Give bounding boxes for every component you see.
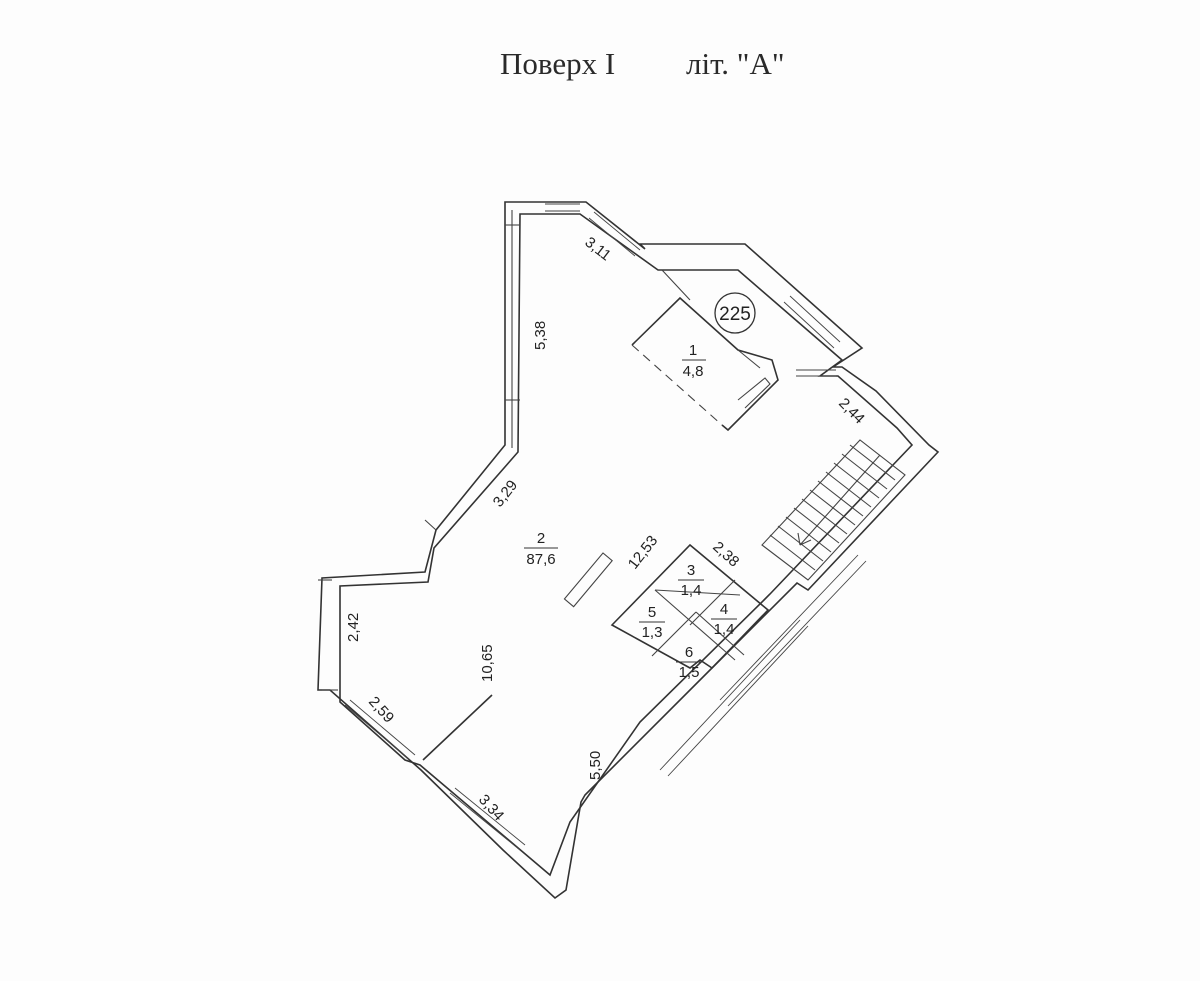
wall-segments bbox=[318, 210, 520, 691]
building-number-circle bbox=[714, 292, 756, 334]
dimension-label: 12,53 bbox=[625, 532, 662, 572]
window-right-long bbox=[659, 619, 809, 777]
cluster-partition-b bbox=[654, 579, 741, 626]
dimension-label: 2,42 bbox=[345, 613, 362, 642]
liter-label: літ. "А" bbox=[686, 46, 785, 81]
room-1-door-wall bbox=[737, 377, 771, 409]
room-1-label: 1 4,8 bbox=[682, 342, 706, 380]
room-2-number: 2 bbox=[537, 530, 545, 547]
cluster-outline bbox=[610, 543, 770, 670]
room-labels: 1 4,8 2 87,6 3 1,4 4 1,4 5 bbox=[524, 342, 737, 681]
inner-wall-outline bbox=[339, 213, 914, 877]
room-3-label: 3 1,4 bbox=[678, 562, 704, 599]
room-1-partition bbox=[661, 269, 761, 369]
floor-label: Поверх I bbox=[500, 46, 616, 81]
room-1-number: 1 bbox=[689, 342, 697, 359]
dimension-label: 10,65 bbox=[479, 644, 496, 682]
building-number: 225 bbox=[719, 304, 751, 325]
window-bottom bbox=[449, 787, 526, 851]
room-6-number: 6 bbox=[685, 644, 693, 661]
window-top bbox=[545, 203, 580, 212]
room-3-area: 1,4 bbox=[681, 582, 702, 599]
window-right-small bbox=[796, 369, 836, 377]
cluster-partition-a bbox=[654, 589, 736, 661]
room-2-label: 2 87,6 bbox=[524, 530, 558, 568]
room-5-number: 5 bbox=[648, 604, 656, 621]
room-1-wall bbox=[631, 296, 779, 432]
room-5-area: 1,3 bbox=[642, 624, 663, 641]
dimension-label: 5,50 bbox=[587, 751, 604, 780]
room-1-outline bbox=[631, 269, 779, 432]
window-right-long2 bbox=[719, 554, 867, 707]
room-3-number: 3 bbox=[687, 562, 695, 579]
room-2-area: 87,6 bbox=[526, 551, 555, 568]
building-number-marker: 225 bbox=[714, 292, 756, 334]
dimension-label: 3,34 bbox=[475, 791, 507, 824]
dimension-label: 3,11 bbox=[582, 234, 615, 265]
fixtures bbox=[422, 552, 613, 761]
outer-walls bbox=[317, 201, 940, 900]
window-upper-right bbox=[588, 211, 641, 257]
stair-outline bbox=[761, 439, 906, 581]
room-1-area: 4,8 bbox=[683, 363, 704, 380]
room-4-label: 4 1,4 bbox=[711, 601, 737, 638]
room-6-label: 6 1,5 bbox=[676, 644, 702, 681]
dimension-labels: 3,11 5,38 3,29 2,44 12,53 2,38 2,42 10,6… bbox=[345, 234, 868, 825]
cluster-partition-c bbox=[651, 611, 745, 657]
fixture-bar bbox=[563, 552, 613, 608]
windows bbox=[344, 203, 867, 851]
stair-arrow bbox=[797, 454, 881, 546]
room-5-label: 5 1,3 bbox=[639, 604, 665, 641]
dimension-label: 2,44 bbox=[835, 395, 868, 428]
room-1-dashed-wall bbox=[631, 344, 723, 426]
interior-partition bbox=[422, 694, 493, 761]
room-6-area: 1,5 bbox=[679, 664, 700, 681]
dimension-label: 3,29 bbox=[490, 477, 521, 510]
room-4-number: 4 bbox=[720, 601, 728, 618]
window-lower-left bbox=[344, 699, 416, 761]
outer-wall-outline bbox=[317, 201, 940, 900]
stair-treads bbox=[769, 444, 896, 571]
small-rooms-cluster bbox=[610, 543, 770, 670]
room-4-area: 1,4 bbox=[714, 621, 735, 638]
dimension-label: 2,59 bbox=[365, 693, 397, 726]
notch-wall bbox=[424, 519, 437, 531]
dimension-label: 5,38 bbox=[532, 321, 549, 350]
staircase bbox=[761, 439, 906, 581]
window-right-bay bbox=[783, 295, 841, 349]
